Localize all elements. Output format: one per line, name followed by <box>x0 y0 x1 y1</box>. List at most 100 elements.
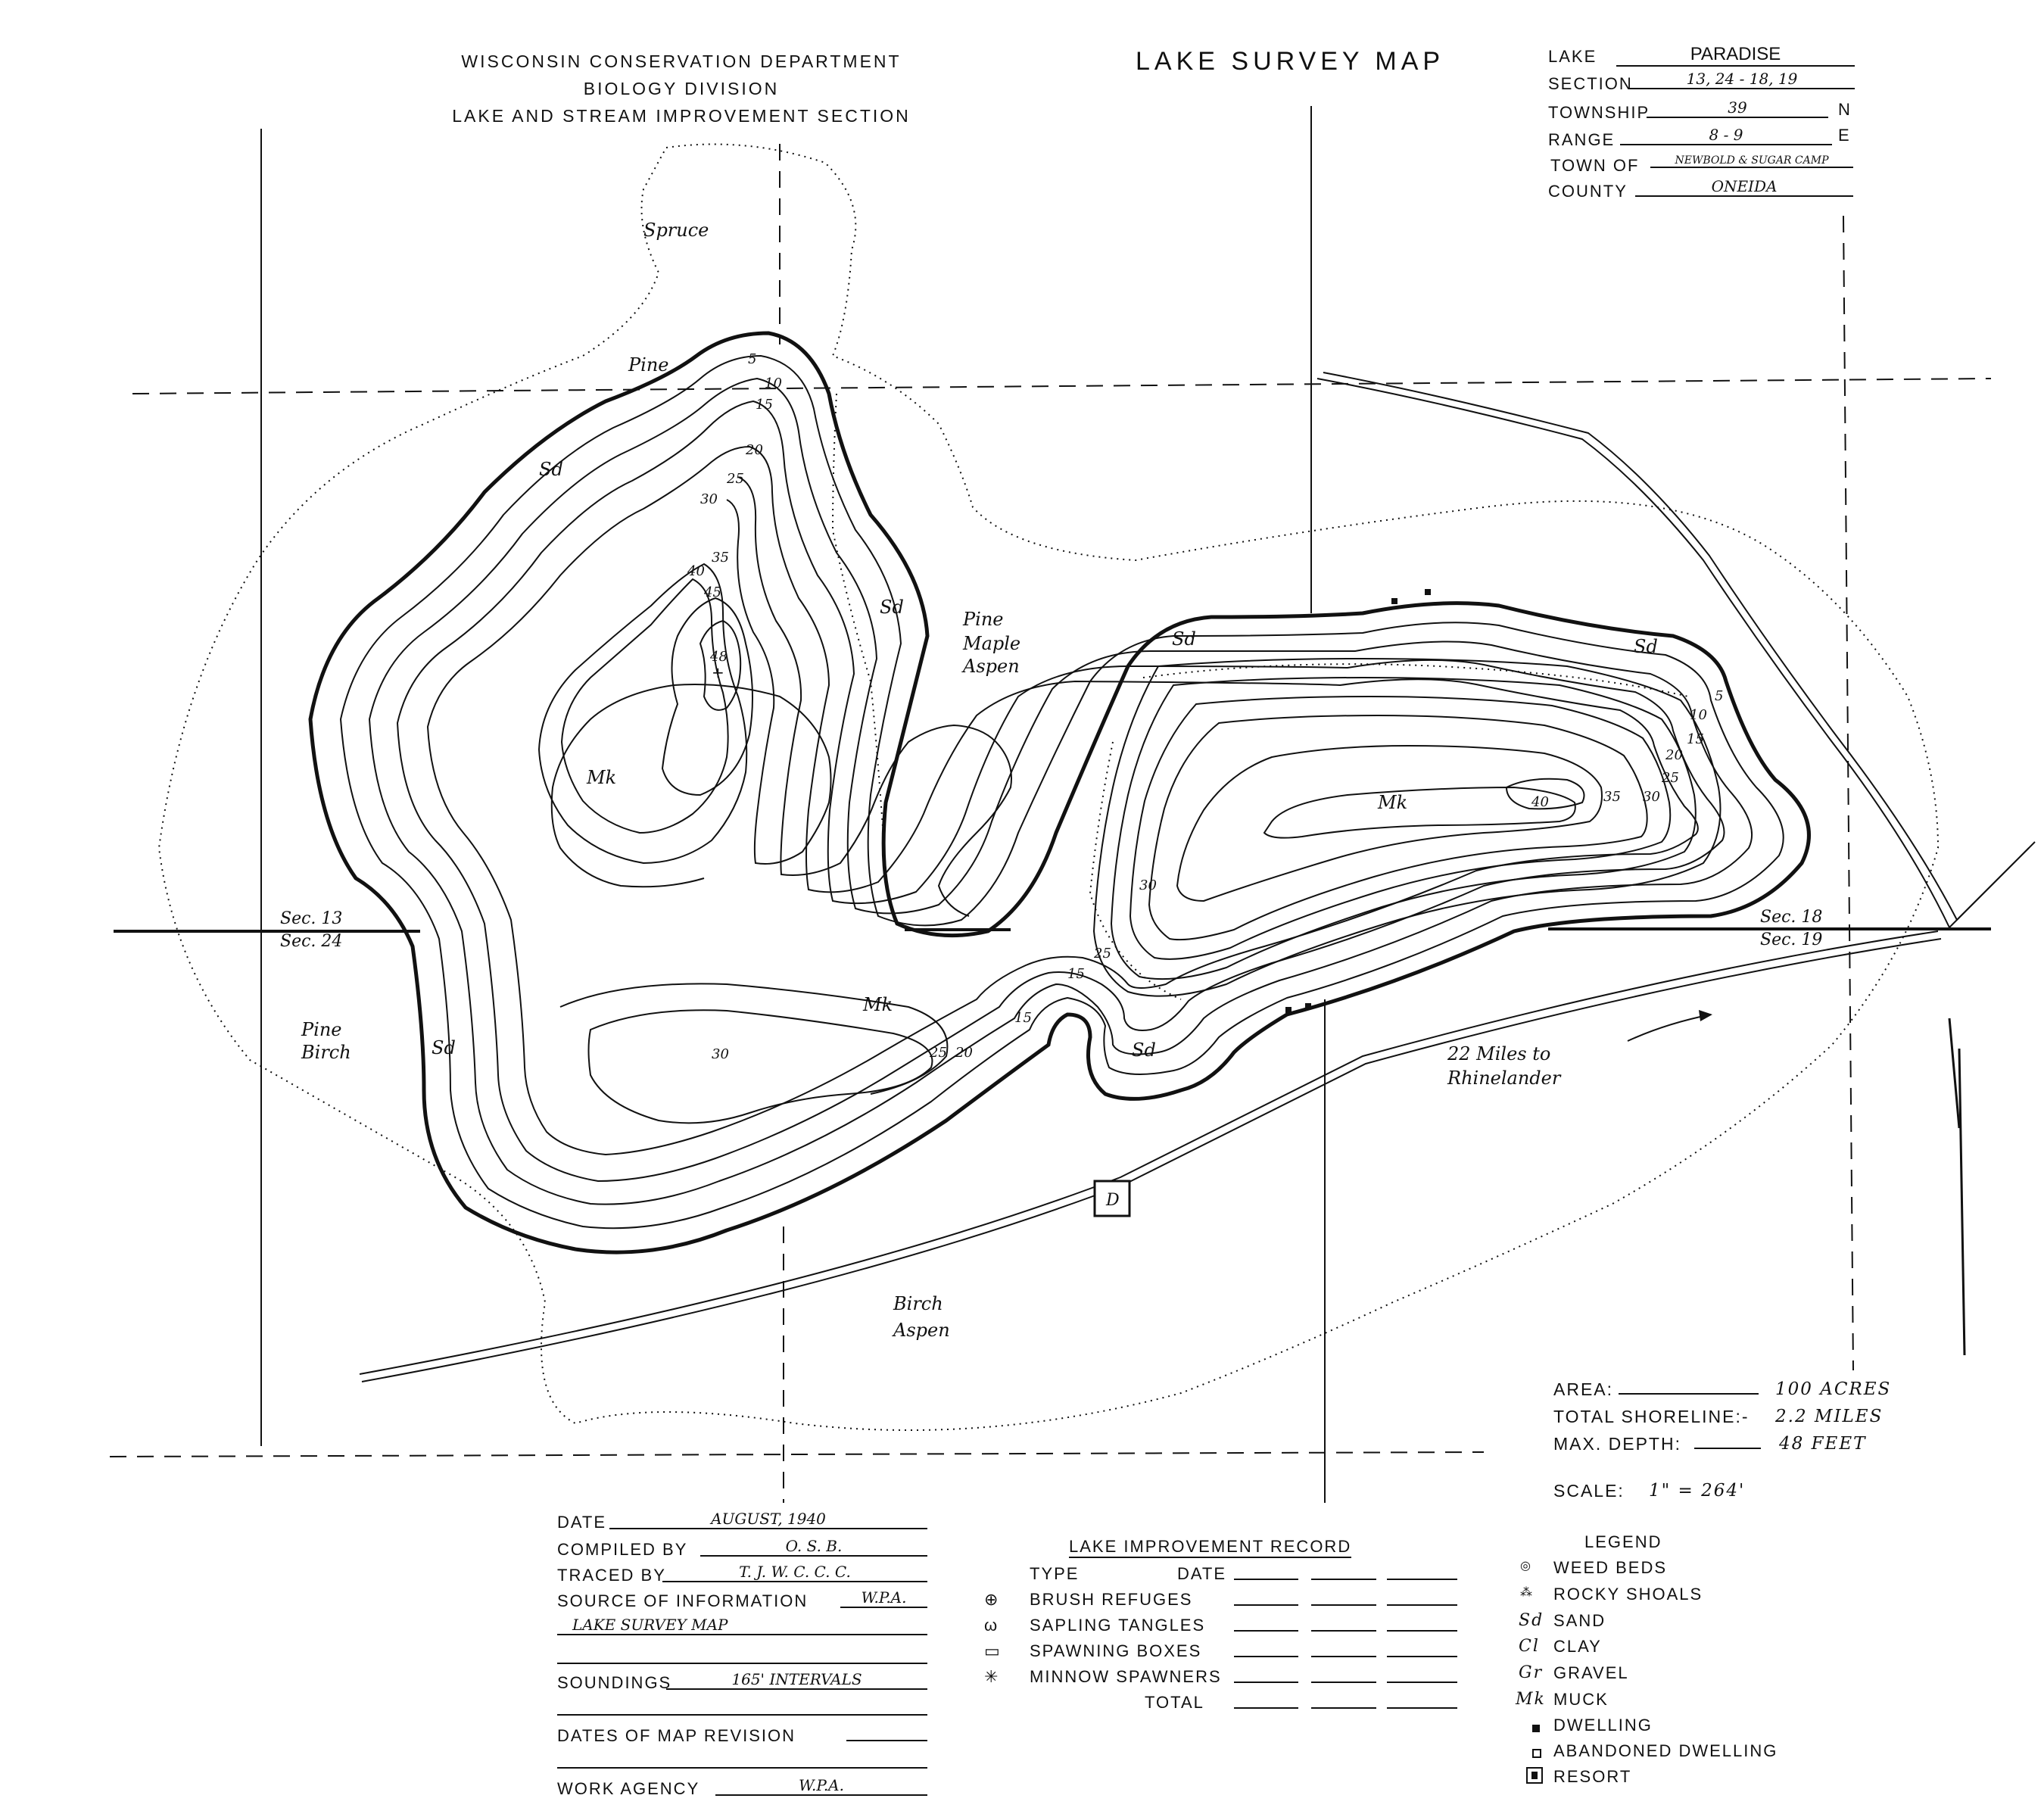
legend-item: SAND <box>1553 1611 1606 1630</box>
legend-item: GRAVEL <box>1553 1663 1629 1682</box>
contour-20 <box>426 445 1699 1156</box>
legend-title: LEGEND <box>1584 1532 1662 1551</box>
label-pma-1: Pine <box>962 609 1003 630</box>
improvement-item: BRUSH REFUGES <box>1030 1590 1193 1609</box>
contour-south-25 <box>559 983 949 1095</box>
svg-text:+: + <box>712 663 724 681</box>
legend-symbol: Cl <box>1519 1637 1540 1656</box>
depth-label: 30 <box>1643 789 1660 805</box>
road-arrow <box>1627 1014 1712 1042</box>
shoreline-label: TOTAL SHORELINE:- <box>1553 1407 1750 1426</box>
depth-label: MAX. DEPTH: <box>1553 1434 1681 1454</box>
road-note-2: Rhinelander <box>1447 1068 1562 1089</box>
contour-30 <box>550 499 832 888</box>
improvement-title: LAKE IMPROVEMENT RECORD <box>1069 1537 1352 1558</box>
section-value: 13, 24 - 18, 19 <box>1629 70 1855 89</box>
max-depth-mark: 48 <box>709 649 728 665</box>
legend-item: RESORT <box>1553 1767 1632 1786</box>
weed-bed-line <box>831 393 886 871</box>
label-mk: Mk <box>862 994 893 1015</box>
shoreline <box>308 331 1811 1255</box>
depth-label: 30 <box>1139 877 1157 893</box>
depth-value: 48 FEET <box>1779 1434 1867 1454</box>
label-sec24: Sec. 24 <box>280 932 342 951</box>
township-dir: N <box>1838 100 1852 119</box>
scale-value: 1" = 264' <box>1649 1481 1746 1501</box>
spawning-box-icon: ▭ <box>984 1641 1002 1660</box>
improvement-type-label: TYPE <box>1030 1564 1080 1583</box>
label-sd: Sd <box>880 597 904 618</box>
label-sd: Sd <box>1172 628 1196 650</box>
range-label: RANGE <box>1548 130 1616 149</box>
section-line-far-east <box>1843 215 1854 1371</box>
contour-45 <box>661 597 753 796</box>
depth-label: 40 <box>1531 794 1549 810</box>
improvement-total: TOTAL <box>1145 1693 1204 1712</box>
source-value: W.P.A. <box>840 1588 927 1608</box>
resort-icon <box>1526 1767 1543 1788</box>
improvement-item: MINNOW SPAWNERS <box>1030 1667 1222 1686</box>
dwelling-icon <box>1532 1717 1540 1737</box>
contour-e-15 <box>1110 676 1697 980</box>
section-line-south <box>109 1451 1485 1457</box>
contour-5 <box>339 354 1784 1230</box>
lake-label: LAKE <box>1548 47 1597 66</box>
dwelling-marker <box>1391 598 1397 604</box>
section-label: SECTION <box>1548 74 1633 93</box>
contour-e-35 <box>1263 786 1576 839</box>
division-title: BIOLOGY DIVISION <box>583 79 780 98</box>
traced-label: TRACED BY <box>557 1566 666 1585</box>
contour-15 <box>396 400 1725 1183</box>
label-mk: Mk <box>1377 792 1407 813</box>
section-line-north <box>132 378 1992 394</box>
date-value: AUGUST, 1940 <box>609 1510 927 1529</box>
source-label: SOURCE OF INFORMATION <box>557 1591 809 1610</box>
rocky-shoals-icon: ⁂ <box>1520 1586 1534 1599</box>
dwelling-marker <box>1305 1003 1311 1009</box>
town-label: TOWN OF <box>1550 156 1640 175</box>
contour-e-40 <box>1505 778 1585 810</box>
depth-label: 15 <box>1687 731 1704 747</box>
legend-item: ABANDONED DWELLING <box>1553 1741 1778 1760</box>
label-sd: Sd <box>432 1037 456 1058</box>
depth-label: 10 <box>1690 707 1707 723</box>
resort-letter: D <box>1105 1191 1120 1210</box>
depth-label: 20 <box>1665 747 1683 763</box>
contour-35 <box>537 563 748 865</box>
contour-south-30 <box>587 1009 933 1124</box>
range-dir: E <box>1838 126 1851 145</box>
legend-symbol: Mk <box>1516 1690 1546 1709</box>
legend-item: ROCKY SHOALS <box>1553 1585 1703 1604</box>
contour-e-30 <box>1176 744 1603 902</box>
road-note-1: 22 Miles to <box>1447 1043 1550 1064</box>
label-ba-1: Birch <box>893 1293 943 1314</box>
legend-symbol: Sd <box>1519 1611 1544 1630</box>
depth-label: 45 <box>703 584 721 600</box>
depth-label: 5 <box>1715 688 1723 704</box>
dwelling-marker <box>1285 1007 1292 1013</box>
label-sd: Sd <box>1634 636 1658 657</box>
legend-item: CLAY <box>1553 1637 1602 1656</box>
label-mk: Mk <box>586 767 616 788</box>
road-south <box>359 930 1939 1375</box>
contour-40 <box>560 578 729 834</box>
contour-e-25 <box>1148 714 1648 941</box>
contour-25 <box>737 476 1012 917</box>
road-northeast <box>1316 378 2030 929</box>
depth-label: 40 <box>687 563 705 579</box>
section-title: LAKE AND STREAM IMPROVEMENT SECTION <box>452 106 911 126</box>
brush-refuges-icon: ⊕ <box>984 1590 1000 1609</box>
source-value-2: LAKE SURVEY MAP <box>557 1616 927 1635</box>
county-value: ONEIDA <box>1635 177 1853 197</box>
abandoned-dwelling-icon <box>1532 1743 1541 1763</box>
depth-label: 35 <box>1603 789 1621 805</box>
depth-label: 35 <box>712 550 729 566</box>
depth-label: 15 <box>1067 966 1085 982</box>
date-label: DATE <box>557 1513 607 1532</box>
weed-beds-icon: ◎ <box>1520 1560 1532 1572</box>
lake-name: PARADISE <box>1616 44 1855 67</box>
label-sec19: Sec. 19 <box>1760 930 1822 949</box>
depth-label: 25 <box>726 471 744 487</box>
survey-boundary <box>157 143 1940 1431</box>
depth-label: 5 <box>748 351 756 367</box>
